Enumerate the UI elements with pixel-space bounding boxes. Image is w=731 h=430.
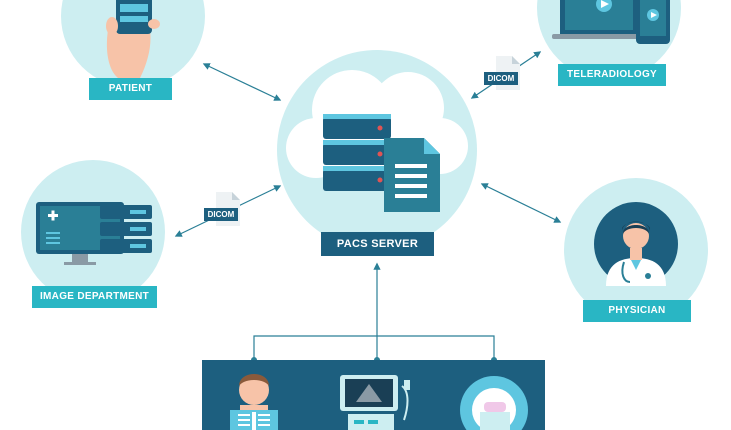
physician-label: PHYSICIAN [583,300,691,322]
physician-node-graphic [564,178,708,322]
modality-bracket [253,335,495,360]
pacs-server-label: PACS SERVER [321,232,434,256]
image-department-node-graphic [21,160,165,304]
image-department-label: IMAGE DEPARTMENT [32,286,157,308]
mri-scanner-icon [460,376,528,430]
pacs-server-node-graphic [277,50,477,250]
teleradiology-label: TELERADIOLOGY [558,64,666,86]
ultrasound-machine-icon [340,375,410,430]
dicom-tag-top: DICOM [484,72,518,85]
patient-node-graphic [61,0,205,88]
patient-label: PATIENT [89,78,172,100]
dicom-tag-left: DICOM [204,208,238,221]
teleradiology-node-graphic [537,0,681,80]
xray-person-icon [230,374,278,430]
